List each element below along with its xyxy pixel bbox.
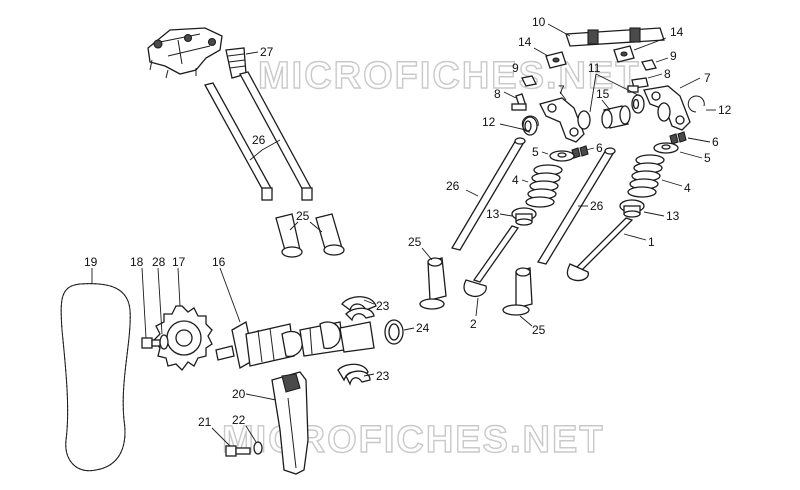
callout-8-left: 8 [494,87,501,101]
adjust-screw-left [511,93,527,111]
callout-14-right: 14 [670,25,684,39]
pushrod-right-a [450,137,526,251]
callout-4-right: 4 [684,181,691,195]
callout-13-left: 13 [486,207,500,221]
callout-11: 11 [588,61,601,75]
callout-12-right: 12 [718,103,732,117]
rocker-bush [601,105,631,129]
pushrod-right-b [536,147,616,265]
callout-25-mid: 25 [408,235,422,249]
callout-5-left: 5 [532,145,539,159]
callout-13-right: 13 [666,209,680,223]
callout-24: 24 [416,321,430,335]
camshaft [215,320,375,370]
callout-5-right: 5 [704,151,711,165]
callout-20: 20 [232,387,246,401]
chain-tensioner [271,371,309,475]
nut-left [521,75,537,87]
timing-chain [60,283,131,472]
circlip-right [687,95,705,113]
valve-spring-left [525,164,563,208]
rocker-washers [522,94,671,136]
cam-sprocket [153,305,213,371]
callout-7-right: 7 [704,71,711,85]
valve-right [566,217,634,282]
spring-retainer-right [653,142,679,154]
callout-9-right: 9 [670,49,677,63]
callout-23-upper: 23 [376,299,390,313]
pad-right [613,45,635,63]
callout-7-left: 7 [558,83,565,97]
nut-right [641,59,657,71]
callout-18: 18 [130,255,144,269]
tensioner-screw [225,445,251,457]
sprocket-washer [159,334,169,350]
rocker-arm-left [539,97,585,143]
valve-left [463,225,520,298]
callout-8-right: 8 [664,67,671,81]
cam-bush-shell-lower [337,363,371,386]
rocker-bracket [147,27,223,79]
callout-6-right: 6 [712,135,719,149]
callout-1: 1 [648,235,655,249]
spring-seat-right [619,199,645,218]
callout-21: 21 [198,415,212,429]
valve-spring-right [627,154,665,198]
o-ring [384,319,404,345]
callout-6-left: 6 [596,141,603,155]
callout-17: 17 [172,255,186,269]
callout-12-left: 12 [482,115,496,129]
callout-26-left: 26 [252,133,266,147]
callout-9-left: 9 [512,61,519,75]
callout-10: 10 [532,15,546,29]
tappet-right-b [502,267,533,316]
callout-15: 15 [596,87,610,101]
pad-left [545,51,567,69]
callout-26-right: 26 [590,199,604,213]
callout-26-mid: 26 [446,179,460,193]
valve-collets-right [669,131,687,145]
cam-bush-shell-upper [341,296,377,322]
sprocket-bolt [141,337,161,349]
callout-23-lower: 23 [376,369,390,383]
callout-14-left: 14 [518,35,532,49]
callout-27: 27 [260,45,274,59]
tappet-right-a [419,257,447,310]
callout-2: 2 [470,317,477,331]
rocker-shaft [565,27,665,47]
callout-22: 22 [232,413,246,427]
spring-retainer-left [549,150,575,162]
callout-28: 28 [152,255,166,269]
callout-25-left: 25 [296,209,310,223]
callout-19: 19 [84,255,98,269]
callout-16: 16 [212,255,226,269]
tensioner-washer [253,441,263,455]
callout-4-left: 4 [512,173,519,187]
pushrod-pair-left [204,71,313,201]
callout-25-right: 25 [532,323,546,337]
watermark-top: MICROFICHES.NET [258,55,641,97]
spring-seat-left [511,207,537,226]
tappet-pair-left [275,213,345,258]
